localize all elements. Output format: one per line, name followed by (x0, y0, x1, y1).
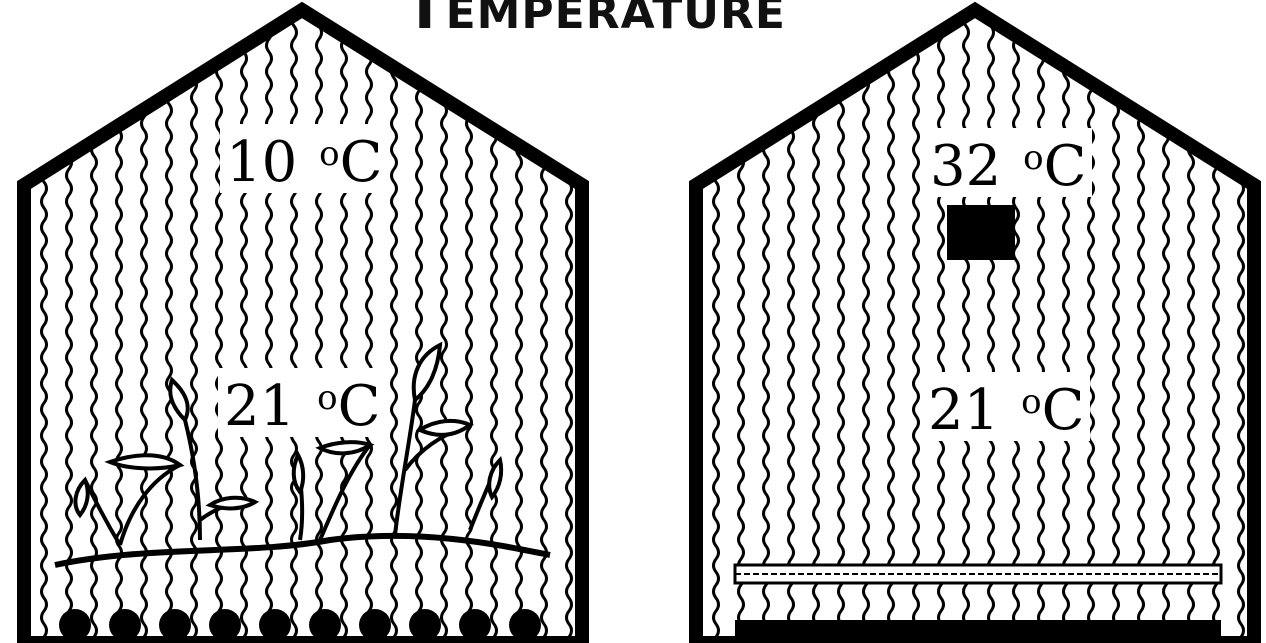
air-wave-line (215, 14, 223, 643)
air-wave-line (1037, 14, 1045, 643)
air-wave-line (290, 14, 298, 643)
air-wave-line (315, 14, 323, 643)
ground-dot (409, 609, 441, 641)
air-wave-line (1087, 14, 1095, 643)
ground-dot (59, 609, 91, 641)
left-upper-temperature-label: 10 oC (220, 124, 389, 193)
air-wave-line (987, 14, 995, 643)
floor-slab (733, 563, 1223, 643)
air-wave-line (240, 14, 248, 643)
right-house-air-waves (712, 14, 1245, 643)
air-wave-line (390, 14, 398, 643)
ground-dot (509, 609, 541, 641)
air-wave-line (265, 14, 273, 643)
ground-dot (159, 609, 191, 641)
air-wave-line (762, 14, 770, 643)
right-lower-temperature-label: 21 oC (922, 372, 1091, 441)
air-wave-line (937, 14, 945, 643)
ground-dot (459, 609, 491, 641)
air-wave-line (65, 14, 73, 643)
air-wave-line (1187, 14, 1195, 643)
air-wave-line (912, 14, 920, 643)
ground-dots (59, 609, 541, 641)
air-wave-line (115, 14, 123, 643)
ground-dot (359, 609, 391, 641)
left-house-air-waves (40, 14, 573, 643)
air-wave-line (712, 14, 720, 643)
air-wave-line (1162, 14, 1170, 643)
air-wave-line (140, 14, 148, 643)
air-wave-line (787, 14, 795, 643)
air-wave-line (415, 14, 423, 643)
air-wave-line (40, 14, 48, 643)
air-wave-line (1062, 14, 1070, 643)
air-wave-line (1237, 14, 1245, 643)
air-wave-line (837, 14, 845, 643)
air-wave-line (862, 14, 870, 643)
air-wave-line (565, 14, 573, 643)
left-house-outline (17, 1, 589, 643)
ground-dot (209, 609, 241, 641)
air-wave-line (540, 14, 548, 643)
diagram-title: TEMPERATURE (405, 0, 786, 36)
ground-dot (109, 609, 141, 641)
air-wave-line (887, 14, 895, 643)
air-wave-line (1212, 14, 1220, 643)
ground-dot (259, 609, 291, 641)
ground-dot (309, 609, 341, 641)
air-wave-line (812, 14, 820, 643)
air-wave-line (190, 14, 198, 643)
right-upper-temperature-label: 32 oC (924, 128, 1093, 197)
air-wave-line (1012, 14, 1020, 643)
air-wave-line (340, 14, 348, 643)
air-wave-line (365, 14, 373, 643)
air-wave-line (1137, 14, 1145, 643)
heater-block (947, 205, 1015, 260)
air-wave-line (90, 14, 98, 643)
right-house-outline (689, 1, 1261, 643)
plants-drawing (54, 341, 551, 568)
air-wave-line (465, 14, 473, 643)
left-lower-temperature-label: 21 oC (218, 368, 387, 437)
air-wave-line (737, 14, 745, 643)
air-wave-line (962, 14, 970, 643)
air-wave-line (165, 14, 173, 643)
